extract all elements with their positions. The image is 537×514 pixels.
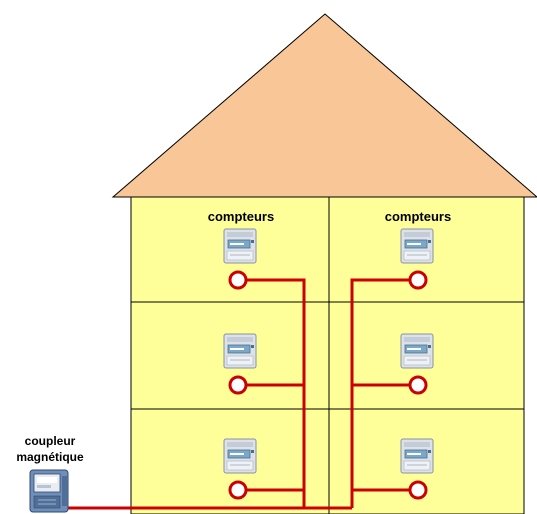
meter-left-middle	[223, 333, 257, 395]
connection-ring	[408, 270, 428, 290]
connection-ring	[408, 480, 428, 500]
meters-label-right: compteurs	[385, 209, 451, 224]
building-wall	[130, 196, 525, 514]
coupler-label-line2: magnétique	[16, 450, 84, 464]
connection-ring	[228, 270, 248, 290]
electric-meter-icon	[400, 333, 434, 369]
electric-meter-icon	[223, 228, 257, 264]
meter-right-top	[400, 228, 434, 290]
electric-meter-icon	[400, 228, 434, 264]
right-riser-wire	[350, 278, 418, 508]
connection-ring	[228, 480, 248, 500]
connection-ring	[408, 375, 428, 395]
electric-meter-icon	[223, 438, 257, 474]
meter-left-top	[223, 228, 257, 290]
electric-meter-icon	[223, 333, 257, 369]
meter-right-bottom	[400, 438, 434, 500]
meter-right-middle	[400, 333, 434, 395]
roof	[111, 13, 537, 198]
left-riser-wire	[245, 278, 306, 508]
electric-meter-icon	[400, 438, 434, 474]
wiring	[68, 278, 418, 510]
connection-ring	[228, 375, 248, 395]
coupler-label-line1: coupleur	[25, 434, 76, 448]
magnetic-coupler-icon	[29, 469, 69, 513]
meters-label-left: compteurs	[208, 209, 274, 224]
meter-left-bottom	[223, 438, 257, 500]
